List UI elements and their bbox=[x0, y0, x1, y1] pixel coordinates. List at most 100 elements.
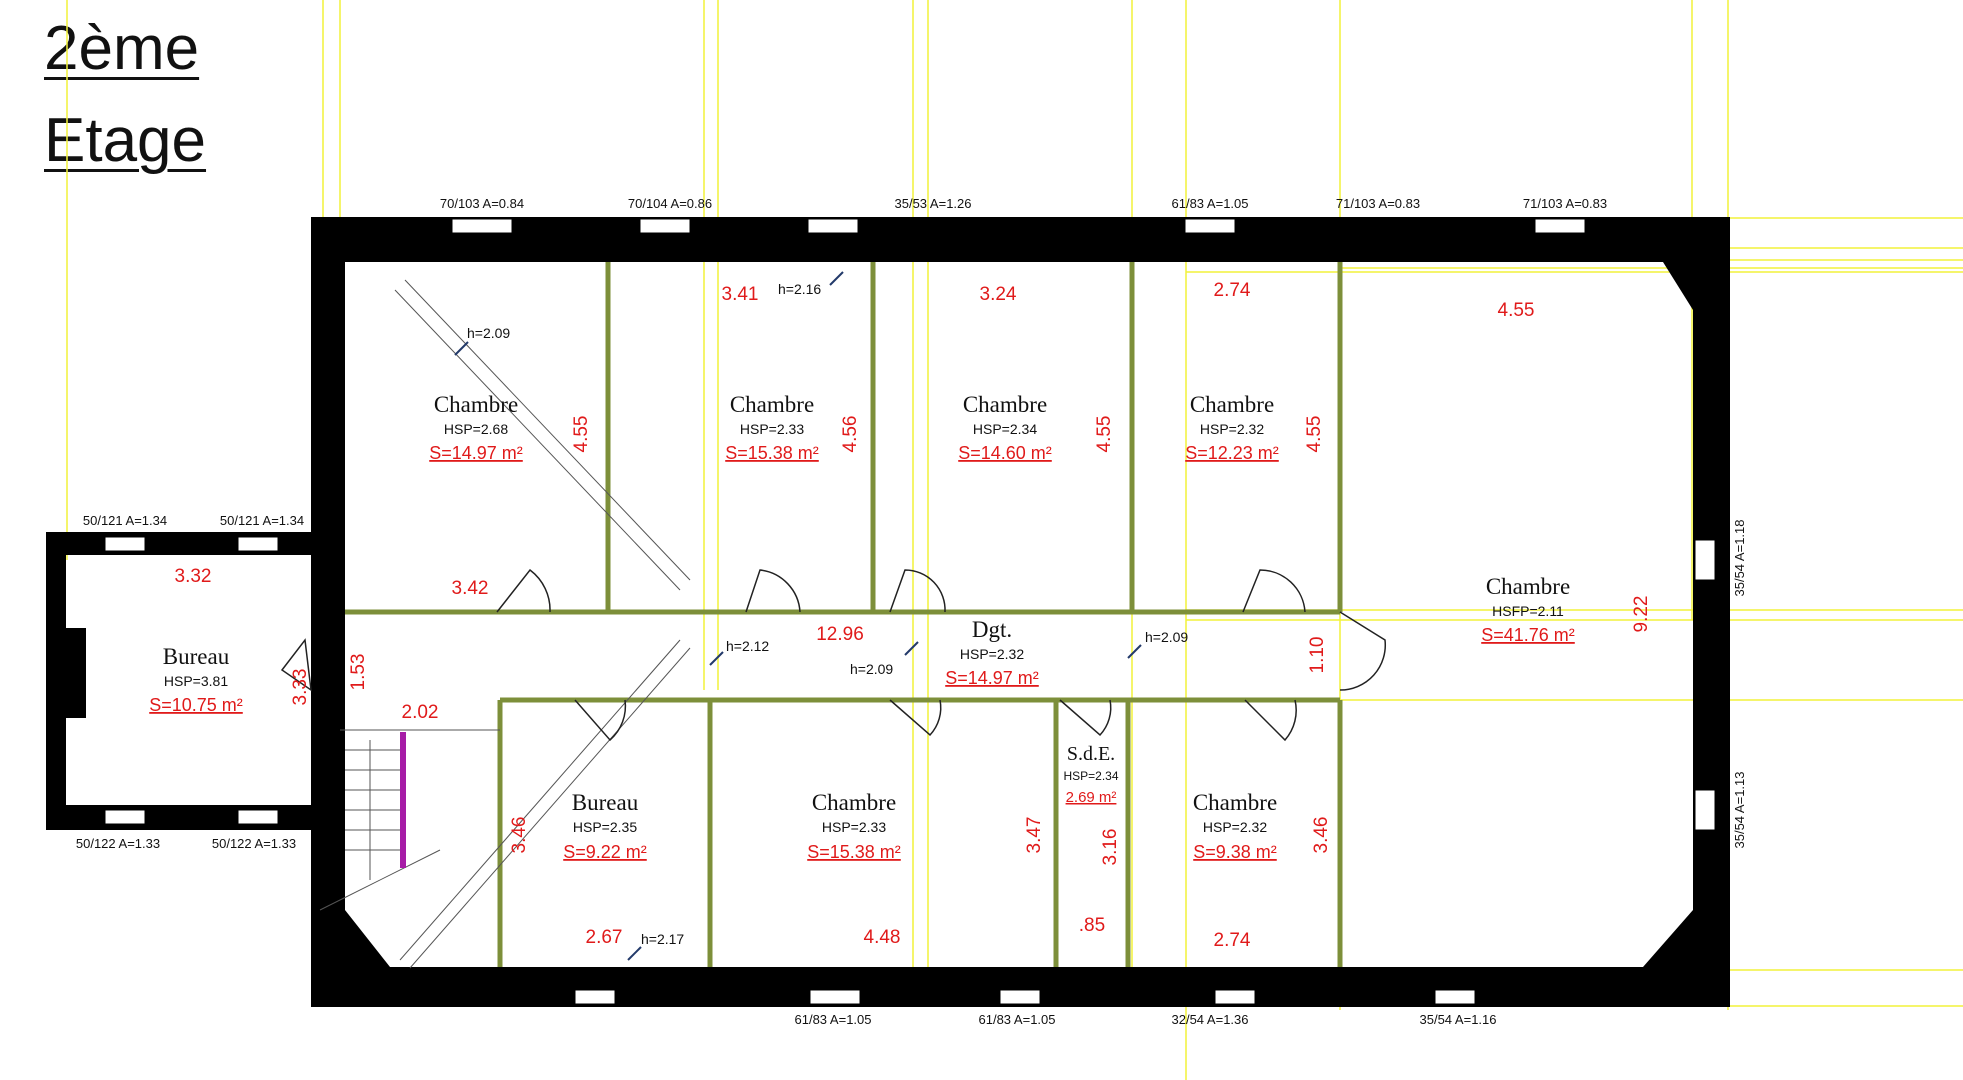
window-label: 50/122 A=1.33 bbox=[76, 836, 160, 851]
dimension-label: .85 bbox=[1079, 915, 1105, 936]
room-chambre-2: Chambre HSP=2.33 S=15.38 m² bbox=[725, 392, 819, 463]
room-bureau-2: Bureau HSP=2.35 S=9.22 m² bbox=[563, 790, 647, 862]
staircase bbox=[319, 279, 691, 969]
room-name: Chambre bbox=[1486, 574, 1570, 599]
height-marker-ticks bbox=[454, 271, 1142, 961]
window-label: 50/122 A=1.33 bbox=[212, 836, 296, 851]
room-area: S=14.60 m² bbox=[958, 443, 1052, 463]
room-hsp: HSP=2.35 bbox=[573, 819, 637, 835]
room-hsp: HSP=2.33 bbox=[822, 819, 886, 835]
window-label: 70/103 A=0.84 bbox=[440, 196, 524, 211]
room-bureau-1: Bureau HSP=3.81 S=10.75 m² bbox=[149, 644, 243, 715]
partitions bbox=[345, 262, 1343, 967]
room-name: Bureau bbox=[163, 644, 230, 669]
dimension-label: 3.41 bbox=[722, 284, 759, 305]
room-area: S=15.38 m² bbox=[807, 842, 901, 862]
room-area: S=41.76 m² bbox=[1481, 625, 1575, 645]
dimension-label: 12.96 bbox=[816, 624, 864, 645]
dimension-label: 4.55 bbox=[571, 416, 592, 453]
room-area: S=14.97 m² bbox=[945, 668, 1039, 688]
room-area: S=12.23 m² bbox=[1185, 443, 1279, 463]
dimension-label: 3.24 bbox=[980, 284, 1017, 305]
room-hsp: HSP=2.32 bbox=[1203, 819, 1267, 835]
dimension-label: 2.74 bbox=[1214, 280, 1251, 301]
window-openings bbox=[104, 218, 1716, 1005]
dimension-labels: 3.41 3.24 2.74 4.55 3.42 12.96 3.32 4.55… bbox=[175, 280, 1652, 951]
room-name: S.d.E. bbox=[1067, 743, 1115, 765]
height-label: h=2.09 bbox=[850, 661, 893, 677]
window-label: 35/54 A=1.13 bbox=[1732, 772, 1747, 849]
window-label: 35/54 A=1.18 bbox=[1732, 520, 1747, 597]
room-hsp: HSP=2.32 bbox=[1200, 421, 1264, 437]
height-label: h=2.09 bbox=[467, 325, 510, 341]
dimension-label: 2.67 bbox=[586, 927, 623, 948]
window-labels: 70/103 A=0.84 70/104 A=0.86 35/53 A=1.26… bbox=[76, 196, 1747, 1027]
room-chambre-1: Chambre HSP=2.68 S=14.97 m² bbox=[429, 392, 523, 463]
dimension-label: 4.55 bbox=[1094, 416, 1115, 453]
room-hsp: HSP=2.32 bbox=[960, 646, 1024, 662]
dimension-label: 4.55 bbox=[1304, 416, 1325, 453]
dimension-label: 4.48 bbox=[864, 927, 901, 948]
dimension-label: 9.22 bbox=[1631, 596, 1652, 633]
room-area: S=15.38 m² bbox=[725, 443, 819, 463]
window-label: 70/104 A=0.86 bbox=[628, 196, 712, 211]
dimension-label: 3.46 bbox=[1311, 817, 1332, 854]
floor-title-line1: 2ème bbox=[44, 14, 200, 83]
room-name: Dgt. bbox=[972, 617, 1012, 642]
room-area: S=10.75 m² bbox=[149, 695, 243, 715]
height-label: h=2.17 bbox=[641, 931, 684, 947]
room-name: Chambre bbox=[1190, 392, 1274, 417]
room-labels: Chambre HSP=2.68 S=14.97 m² Chambre HSP=… bbox=[149, 392, 1575, 862]
room-chambre-4: Chambre HSP=2.32 S=12.23 m² bbox=[1185, 392, 1279, 463]
room-name: Chambre bbox=[1193, 790, 1277, 815]
dimension-label: 2.74 bbox=[1214, 930, 1251, 951]
window-label: 71/103 A=0.83 bbox=[1336, 196, 1420, 211]
window-label: 71/103 A=0.83 bbox=[1523, 196, 1607, 211]
room-chambre-6: Chambre HSP=2.33 S=15.38 m² bbox=[807, 790, 901, 862]
dimension-label: 3.16 bbox=[1100, 829, 1121, 866]
window-label: 50/121 A=1.34 bbox=[220, 513, 304, 528]
room-chambre-5: Chambre HSFP=2.11 S=41.76 m² bbox=[1481, 574, 1575, 645]
room-area: S=9.38 m² bbox=[1193, 842, 1277, 862]
dimension-label: 4.56 bbox=[840, 416, 861, 453]
room-degagement: Dgt. HSP=2.32 S=14.97 m² bbox=[945, 617, 1039, 688]
dimension-label: 1.10 bbox=[1307, 637, 1328, 674]
dimension-label: 1.53 bbox=[348, 654, 369, 691]
height-labels: h=2.09 h=2.16 h=2.12 h=2.09 h=2.09 h=2.1… bbox=[467, 281, 1188, 947]
room-hsp: HSP=2.33 bbox=[740, 421, 804, 437]
dimension-label: 3.32 bbox=[175, 566, 212, 587]
dimension-label: 3.47 bbox=[1024, 817, 1045, 854]
window-label: 61/83 A=1.05 bbox=[1172, 196, 1249, 211]
room-area: S=14.97 m² bbox=[429, 443, 523, 463]
dimension-label: 3.42 bbox=[452, 578, 489, 599]
window-label: 61/83 A=1.05 bbox=[979, 1012, 1056, 1027]
room-name: Bureau bbox=[572, 790, 639, 815]
window-label: 50/121 A=1.34 bbox=[83, 513, 167, 528]
room-hsp: HSP=2.68 bbox=[444, 421, 508, 437]
window-label: 35/53 A=1.26 bbox=[895, 196, 972, 211]
height-label: h=2.12 bbox=[726, 638, 769, 654]
room-area: 2.69 m² bbox=[1066, 789, 1117, 806]
room-name: Chambre bbox=[812, 790, 896, 815]
door-swings bbox=[280, 568, 1387, 742]
room-name: Chambre bbox=[963, 392, 1047, 417]
room-salle-d-eau: S.d.E. HSP=2.34 2.69 m² bbox=[1063, 743, 1118, 806]
room-hsp: HSFP=2.11 bbox=[1492, 603, 1564, 619]
room-name: Chambre bbox=[730, 392, 814, 417]
dimension-label: 3.33 bbox=[290, 669, 311, 706]
floor-title-line2: Etage bbox=[44, 106, 207, 175]
window-label: 32/54 A=1.36 bbox=[1172, 1012, 1249, 1027]
height-label: h=2.09 bbox=[1145, 629, 1188, 645]
dimension-label: 3.46 bbox=[509, 817, 530, 854]
room-hsp: HSP=2.34 bbox=[1063, 769, 1118, 783]
room-chambre-3: Chambre HSP=2.34 S=14.60 m² bbox=[958, 392, 1052, 463]
room-name: Chambre bbox=[434, 392, 518, 417]
guide-lines bbox=[66, 0, 1963, 1080]
room-chambre-7: Chambre HSP=2.32 S=9.38 m² bbox=[1193, 790, 1277, 862]
dimension-label: 4.55 bbox=[1498, 300, 1535, 321]
room-hsp: HSP=3.81 bbox=[164, 673, 228, 689]
room-area: S=9.22 m² bbox=[563, 842, 647, 862]
room-hsp: HSP=2.34 bbox=[973, 421, 1037, 437]
dimension-label: 2.02 bbox=[402, 702, 439, 723]
